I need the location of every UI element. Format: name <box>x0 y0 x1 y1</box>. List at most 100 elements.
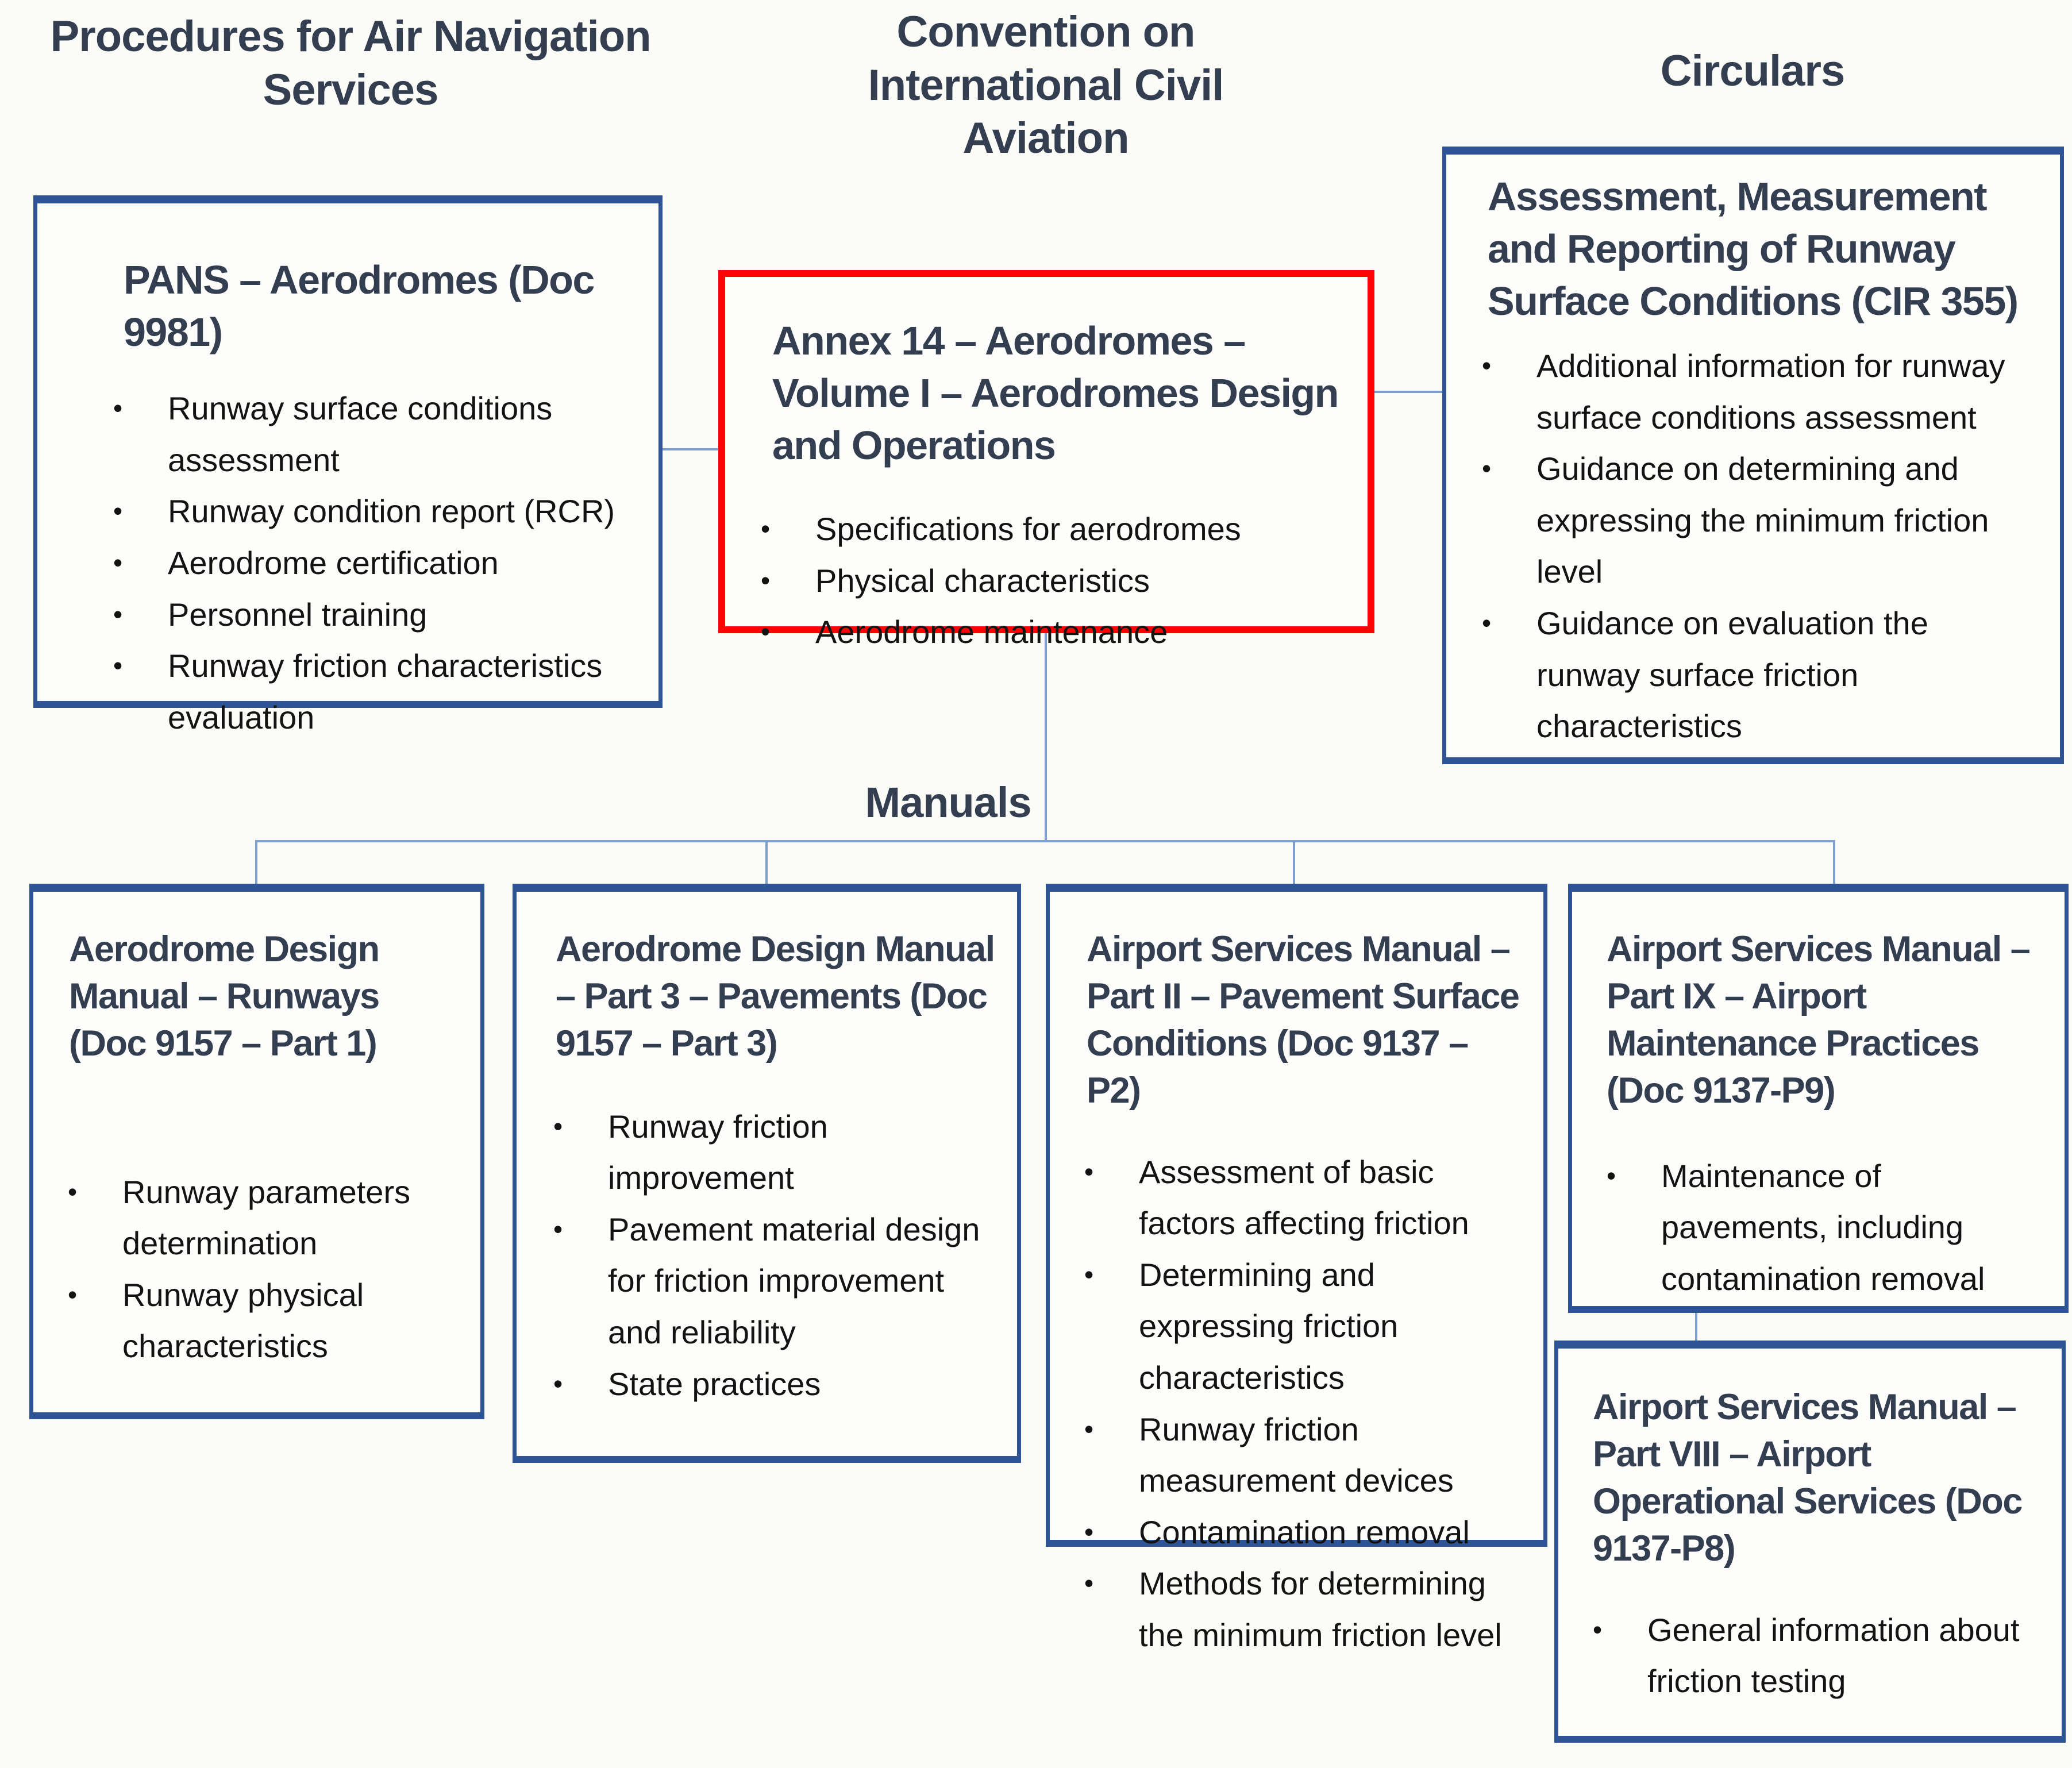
bullet-list: • General information about friction test… <box>1587 1604 2047 1707</box>
bullet-icon: • <box>1084 1259 1094 1289</box>
bullet-list: • Maintenance of pavements, including con… <box>1601 1150 2050 1305</box>
bullet-icon: • <box>1084 1568 1094 1598</box>
bullet-icon: • <box>113 393 123 423</box>
bullet-text: State practices <box>608 1365 821 1402</box>
connector-manuals-distribution-line <box>255 840 1834 842</box>
bullet-item: • Runway surface conditions assessment <box>107 383 624 486</box>
bullet-item: •State practices <box>548 1358 1000 1410</box>
doc-box-asm-part8: Airport Services Manual – Part VIII – Ai… <box>1554 1341 2066 1743</box>
connector-asm-part9-to-part8 <box>1695 1313 1697 1342</box>
doc-box-title: Assessment, Measurement and Reporting of… <box>1488 174 2019 323</box>
bullet-icon: • <box>113 496 123 526</box>
bullet-icon: • <box>1482 453 1492 484</box>
bullet-item: • Runway parameters determination <box>62 1166 463 1269</box>
doc-box-asm-part2: Airport Services Manual – Part II – Pave… <box>1046 884 1547 1653</box>
bullet-item: • General information about friction test… <box>1587 1604 2047 1707</box>
bullet-icon: • <box>761 514 771 544</box>
bullet-item: • Runway physical characteristics <box>62 1269 463 1372</box>
bullet-text: Runway friction characteristics evaluati… <box>168 648 603 735</box>
bullet-item: • Aerodrome certification <box>107 537 624 589</box>
connector-drop-asm-part2 <box>1293 840 1295 885</box>
bullet-icon: • <box>1084 1156 1094 1187</box>
bullet-list: • Runway parameters determination • Runway … <box>62 1166 463 1372</box>
connector-pans-to-annex <box>663 448 718 450</box>
doc-box-title: Annex 14 – Aerodromes – Volume I – Aerod… <box>772 318 1339 468</box>
doc-box-adm-pavements: Aerodrome Design Manual – Part 3 – Pavem… <box>513 884 1021 1463</box>
heading-circulars: Circulars <box>1660 47 1846 95</box>
bullet-list: • Runway friction improvement • Pavement ma… <box>548 1101 1000 1410</box>
bullet-text: Personnel training <box>168 596 428 633</box>
bullet-list: •Runway surface conditions assessment•Ru… <box>107 383 624 743</box>
bullet-icon: • <box>553 1111 563 1141</box>
bullet-icon: • <box>553 1214 563 1244</box>
bullet-text: General information about friction testi… <box>1647 1611 2020 1700</box>
bullet-text: Aerodrome certification <box>168 544 499 581</box>
bullet-item: •Runway friction measurement devices <box>1079 1404 1530 1507</box>
connector-drop-asm-part9 <box>1833 840 1835 885</box>
doc-box-title: Aerodrome Design Manual – Runways (Doc 9… <box>69 929 380 1064</box>
bullet-icon: • <box>1084 1516 1094 1547</box>
bullet-item: • Runway friction characteristics evaluat… <box>107 640 624 743</box>
bullet-item: • Assessment of basic factors affecting f… <box>1079 1146 1530 1249</box>
bullet-item: • Pavement material design for friction i… <box>548 1204 1000 1358</box>
bullet-text: Maintenance of pavements, including cont… <box>1661 1157 1985 1297</box>
bullet-text: Guidance on evaluation the runway surfac… <box>1536 604 1928 745</box>
heading-convention-on-international-civil-aviation: Convention on International Civil Aviati… <box>868 7 1224 163</box>
connector-annex-to-circular <box>1374 391 1442 393</box>
bullet-item: • Personnel training <box>107 589 624 641</box>
bullet-icon: • <box>113 547 123 577</box>
doc-box-cir355: Assessment, Measurement and Reporting of… <box>1442 147 2064 764</box>
bullet-item: • Methods for determining the minimum fri… <box>1079 1558 1530 1661</box>
bullet-item: • Guidance on evaluation the runway surfa… <box>1476 598 2037 752</box>
doc-box-title: PANS – Aerodromes (Doc 9981) <box>124 257 595 355</box>
connector-annex-to-manuals <box>1045 633 1047 841</box>
bullet-text: Pavement material design for friction im… <box>608 1211 980 1351</box>
doc-box-title: Aerodrome Design Manual – Part 3 – Pavem… <box>556 929 995 1064</box>
doc-box-title: Airport Services Manual – Part II – Pave… <box>1087 929 1520 1111</box>
bullet-icon: • <box>113 650 123 681</box>
bullet-list: • Assessment of basic factors affecting f… <box>1079 1146 1530 1661</box>
bullet-icon: • <box>1482 607 1492 638</box>
bullet-text: Physical characteristics <box>815 562 1150 599</box>
bullet-icon: • <box>761 617 771 647</box>
bullet-text: Aerodrome maintenance <box>815 614 1168 650</box>
bullet-item: • Aerodrome maintenance <box>755 606 1339 658</box>
bullet-icon: • <box>68 1279 78 1309</box>
bullet-list: • Additional information for runway surfa… <box>1476 340 2037 752</box>
bullet-text: Runway physical characteristics <box>122 1276 364 1365</box>
bullet-icon: • <box>113 599 123 629</box>
bullet-list: • Specifications for aerodromes • Physical … <box>755 503 1339 658</box>
doc-box-asm-part9: Airport Services Manual – Part IX – Airp… <box>1568 884 2069 1313</box>
doc-box-title: Airport Services Manual – Part VIII – Ai… <box>1593 1387 2023 1569</box>
bullet-item: • Contamination removal <box>1079 1507 1530 1558</box>
bullet-text: Methods for determining the minimum fric… <box>1139 1565 1502 1653</box>
bullet-icon: • <box>1084 1413 1094 1444</box>
bullet-item: • Physical characteristics <box>755 555 1339 607</box>
doc-box-title: Airport Services Manual – Part IX – Airp… <box>1607 929 2031 1111</box>
bullet-text: Runway parameters determination <box>122 1173 411 1262</box>
bullet-text: Contamination removal <box>1139 1513 1470 1550</box>
doc-box-adm-runways: Aerodrome Design Manual – Runways (Doc 9… <box>29 884 484 1419</box>
bullet-text: Guidance on determining and expressing t… <box>1536 450 1989 590</box>
heading-manuals: Manuals <box>865 779 1031 826</box>
bullet-text: Runway surface conditions assessment <box>168 390 553 478</box>
bullet-text: Assessment of basic factors affecting fr… <box>1139 1153 1469 1242</box>
bullet-text: Runway friction improvement <box>608 1108 828 1196</box>
connector-drop-adm-runways <box>255 840 257 885</box>
doc-box-annex14-highlighted: Annex 14 – Aerodromes – Volume I – Aerod… <box>718 270 1374 650</box>
bullet-text: Determining and expressing friction char… <box>1139 1256 1399 1396</box>
bullet-item: • Guidance on determining and expressing … <box>1476 443 2037 598</box>
bullet-item: • Determining and expressing friction cha… <box>1079 1249 1530 1404</box>
bullet-icon: • <box>1482 350 1492 380</box>
bullet-text: Additional information for runway surfac… <box>1536 348 2005 436</box>
bullet-icon: • <box>68 1176 78 1207</box>
bullet-item: • Specifications for aerodromes <box>755 503 1339 555</box>
bullet-item: •Runway condition report (RCR) <box>107 486 624 537</box>
bullet-item: • Maintenance of pavements, including con… <box>1601 1150 2050 1305</box>
bullet-item: • Additional information for runway surfa… <box>1476 340 2037 443</box>
bullet-text: Specifications for aerodromes <box>815 511 1241 547</box>
bullet-icon: • <box>1593 1614 1603 1644</box>
bullet-icon: • <box>1607 1160 1616 1191</box>
bullet-icon: • <box>761 565 771 595</box>
